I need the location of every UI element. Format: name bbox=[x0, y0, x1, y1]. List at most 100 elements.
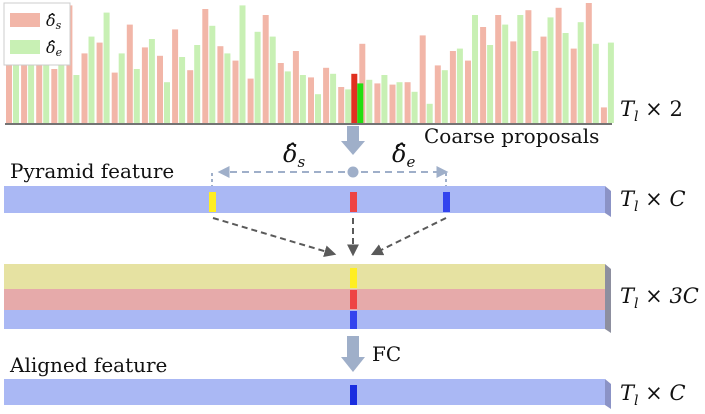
bar-delta-e bbox=[517, 15, 524, 123]
bar-delta-e bbox=[224, 53, 231, 123]
coarse-proposals-label: Coarse proposals bbox=[424, 124, 599, 148]
bar-delta-s bbox=[404, 82, 411, 123]
aligned-feature-label: Aligned feature bbox=[9, 353, 167, 377]
bar-delta-s bbox=[126, 24, 133, 124]
bar-delta-s bbox=[555, 7, 562, 123]
bar-delta-e bbox=[366, 79, 373, 123]
aligned-feature-bar bbox=[4, 379, 611, 409]
bar-delta-e bbox=[315, 94, 321, 123]
bar-delta-s bbox=[480, 27, 487, 123]
bar-delta-e bbox=[487, 45, 494, 123]
bar-delta-e bbox=[28, 63, 35, 123]
bar-delta-s bbox=[495, 15, 502, 123]
bar-delta-s bbox=[434, 65, 441, 123]
bar-delta-e bbox=[209, 25, 216, 123]
bar-delta-s bbox=[449, 51, 456, 123]
stack-layer-end bbox=[4, 310, 605, 329]
bar-delta-s bbox=[292, 51, 299, 123]
bar-delta-s bbox=[374, 83, 381, 123]
bar-delta-s bbox=[600, 107, 607, 123]
bar-delta-e bbox=[456, 48, 463, 123]
bar-delta-e bbox=[592, 43, 599, 123]
bar-delta-e bbox=[239, 5, 246, 123]
bar-delta-e bbox=[88, 36, 95, 123]
bar-delta-e bbox=[133, 69, 140, 123]
bar-delta-e bbox=[577, 22, 584, 124]
aligned-marker bbox=[350, 385, 357, 405]
bar-delta-e bbox=[148, 39, 155, 123]
stacked-feature bbox=[4, 264, 611, 333]
pyramid-feature-bar bbox=[4, 186, 611, 217]
bar-delta-s bbox=[262, 15, 269, 123]
bar-delta-s bbox=[570, 48, 577, 123]
bar-delta-e bbox=[179, 57, 186, 123]
bar-delta-s bbox=[232, 60, 239, 123]
bar-delta-e bbox=[426, 103, 433, 123]
down-arrow-icon bbox=[341, 126, 365, 155]
bar-delta-s bbox=[525, 10, 532, 124]
bar-delta-s bbox=[308, 77, 314, 123]
bar-delta-s bbox=[21, 48, 28, 123]
bar-delta-e bbox=[254, 31, 261, 123]
bar-delta-e bbox=[299, 75, 306, 123]
bar-delta-s bbox=[141, 47, 148, 123]
stack-layer-start bbox=[4, 264, 605, 289]
fc-label: FC bbox=[372, 342, 401, 366]
stack-marker-center bbox=[350, 290, 357, 309]
bar-delta-e bbox=[532, 51, 539, 123]
bar-delta-e bbox=[345, 89, 352, 123]
bar-delta-e bbox=[502, 24, 509, 124]
bar-delta-e bbox=[103, 12, 110, 124]
stack-marker-end bbox=[350, 311, 357, 329]
bar-delta-e bbox=[562, 33, 569, 123]
bar-delta-s bbox=[51, 69, 58, 123]
bar-delta-e bbox=[58, 41, 65, 123]
legend-swatch-delta-s bbox=[10, 13, 40, 27]
stack-layer-center bbox=[4, 289, 605, 310]
bar-delta-s bbox=[540, 36, 547, 123]
bar-delta-s bbox=[36, 37, 43, 123]
score-bar-chart bbox=[6, 3, 614, 124]
bar-delta-s bbox=[157, 55, 163, 123]
aligned-dim-label: Tl × C bbox=[620, 381, 686, 409]
bar-delta-s bbox=[96, 42, 103, 123]
bar-delta-e bbox=[396, 82, 403, 123]
center-marker bbox=[350, 192, 357, 212]
bar-delta-e bbox=[607, 42, 614, 123]
highlight-bar-delta-e bbox=[357, 83, 364, 123]
delta-e-label: δ̂e bbox=[392, 140, 415, 171]
bar-delta-s bbox=[389, 84, 396, 123]
bar-delta-e bbox=[43, 24, 50, 124]
bar-delta-e bbox=[13, 48, 19, 123]
bar-delta-s bbox=[217, 46, 224, 124]
bar-delta-e bbox=[547, 17, 554, 123]
bar-delta-e bbox=[441, 70, 448, 123]
bar-delta-e bbox=[118, 53, 125, 123]
bar-delta-s bbox=[419, 35, 426, 123]
bar-delta-e bbox=[269, 36, 276, 123]
bar-delta-s bbox=[187, 70, 194, 123]
legend-label-delta-s: δ̂s bbox=[46, 11, 62, 32]
stack-dim-label: Tl × 3C bbox=[620, 284, 699, 312]
bar-delta-s bbox=[510, 41, 517, 123]
fc-arrow-icon bbox=[341, 336, 365, 372]
pyramid-feature-label: Pyramid feature bbox=[10, 159, 174, 183]
center-dot bbox=[347, 166, 359, 178]
bar-delta-e bbox=[164, 82, 170, 123]
bar-delta-s bbox=[202, 9, 209, 123]
stack-marker-start bbox=[350, 268, 357, 288]
bar-delta-e bbox=[472, 15, 478, 123]
bar-delta-s bbox=[465, 60, 471, 123]
bar-delta-s bbox=[585, 3, 592, 123]
bar-delta-s bbox=[247, 78, 254, 123]
end-marker bbox=[443, 192, 450, 212]
bar-delta-e bbox=[411, 91, 418, 123]
bar-delta-e bbox=[284, 71, 291, 123]
end-sample-arrow bbox=[370, 217, 447, 256]
legend-swatch-delta-e bbox=[10, 40, 40, 54]
bar-delta-s bbox=[172, 29, 179, 123]
bar-delta-s bbox=[277, 63, 284, 123]
bar-delta-s bbox=[6, 17, 12, 123]
bar-delta-s bbox=[323, 67, 330, 123]
